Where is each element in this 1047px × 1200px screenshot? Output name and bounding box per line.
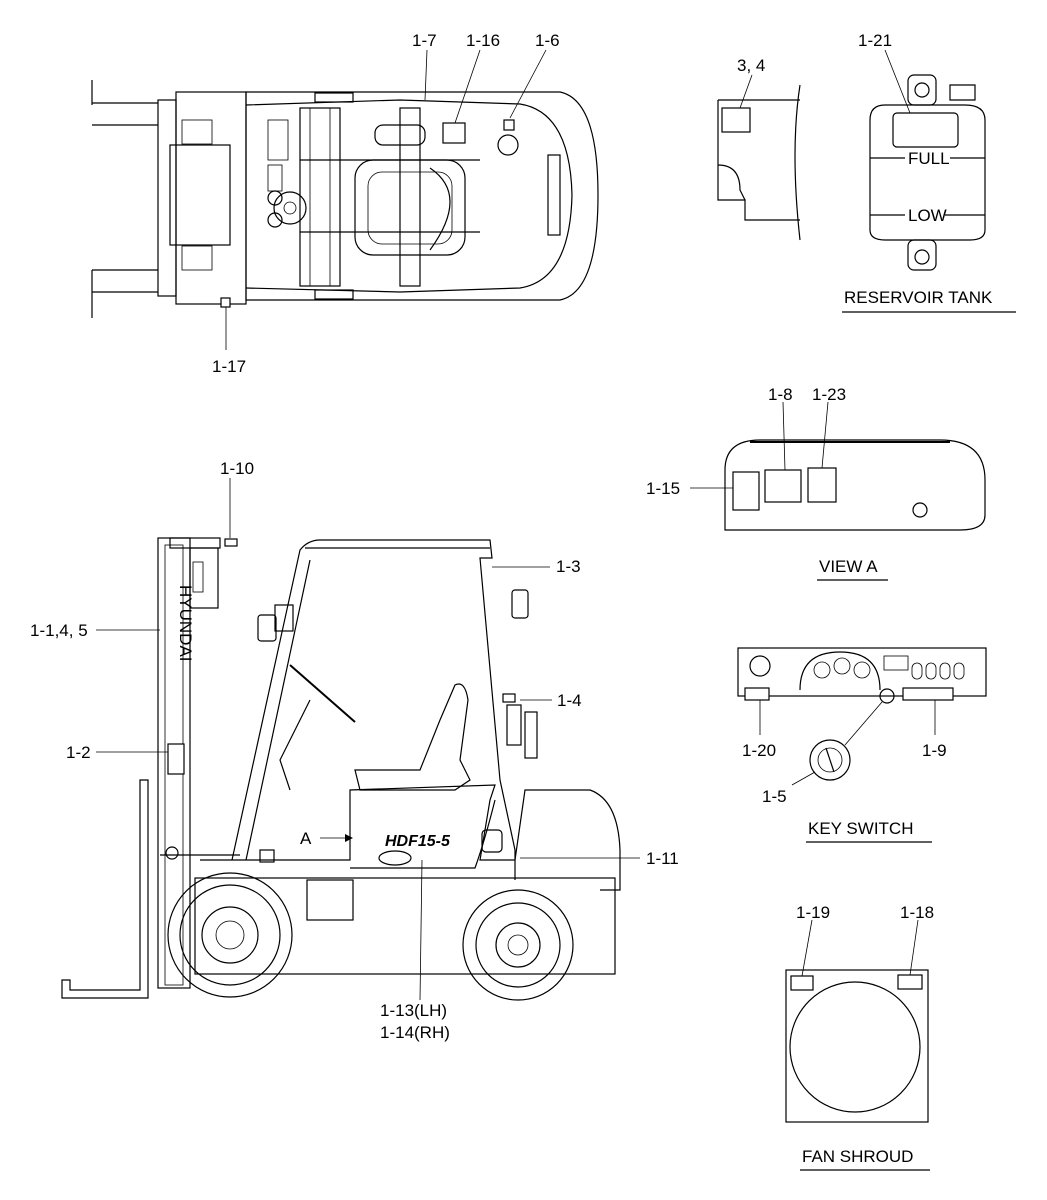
fan-shroud-title: FAN SHROUD	[802, 1147, 913, 1166]
mast-brand: HYUNDAI	[176, 585, 195, 662]
key-switch-title: KEY SWITCH	[808, 819, 913, 838]
fan-shroud-drawing	[785, 919, 929, 1123]
reservoir-level-full: FULL	[908, 149, 950, 168]
callout-1-19: 1-19	[796, 903, 830, 922]
reservoir-level-low: LOW	[908, 206, 947, 225]
view-a-title: VIEW A	[819, 557, 878, 576]
key-switch-drawing	[737, 647, 987, 786]
view-a-marker: A	[300, 829, 312, 848]
callout-1-14-rh: 1-14(RH)	[380, 1023, 450, 1042]
callout-1-7: 1-7	[412, 31, 437, 50]
callout-1-9: 1-9	[922, 741, 947, 760]
callout-3-4: 3, 4	[737, 56, 765, 75]
callout-1-4: 1-4	[557, 691, 582, 710]
side-view-drawing: HDF15-5	[61, 478, 640, 1001]
reservoir-tank-drawing	[869, 49, 986, 271]
view-a-drawing	[690, 401, 986, 531]
callout-1-15: 1-15	[646, 479, 680, 498]
callout-1-1-4-5: 1-1,4, 5	[30, 621, 88, 640]
callout-1-18: 1-18	[900, 903, 934, 922]
callout-1-3: 1-3	[556, 557, 581, 576]
callout-1-13-lh: 1-13(LH)	[380, 1001, 447, 1020]
callout-1-16: 1-16	[466, 31, 500, 50]
callout-1-5: 1-5	[762, 787, 787, 806]
callout-1-21: 1-21	[858, 31, 892, 50]
callout-1-20: 1-20	[742, 741, 776, 760]
callout-1-2: 1-2	[66, 743, 91, 762]
decal-3-4-drawing	[717, 74, 801, 241]
top-view-drawing	[91, 49, 599, 350]
callout-1-10: 1-10	[220, 459, 254, 478]
model-badge: HDF15-5	[385, 833, 451, 850]
callout-1-23: 1-23	[812, 385, 846, 404]
callout-1-17: 1-17	[212, 357, 246, 376]
callout-1-8: 1-8	[768, 385, 793, 404]
callout-1-6: 1-6	[535, 31, 560, 50]
callout-1-11: 1-11	[646, 849, 679, 868]
reservoir-tank-title: RESERVOIR TANK	[844, 288, 993, 307]
